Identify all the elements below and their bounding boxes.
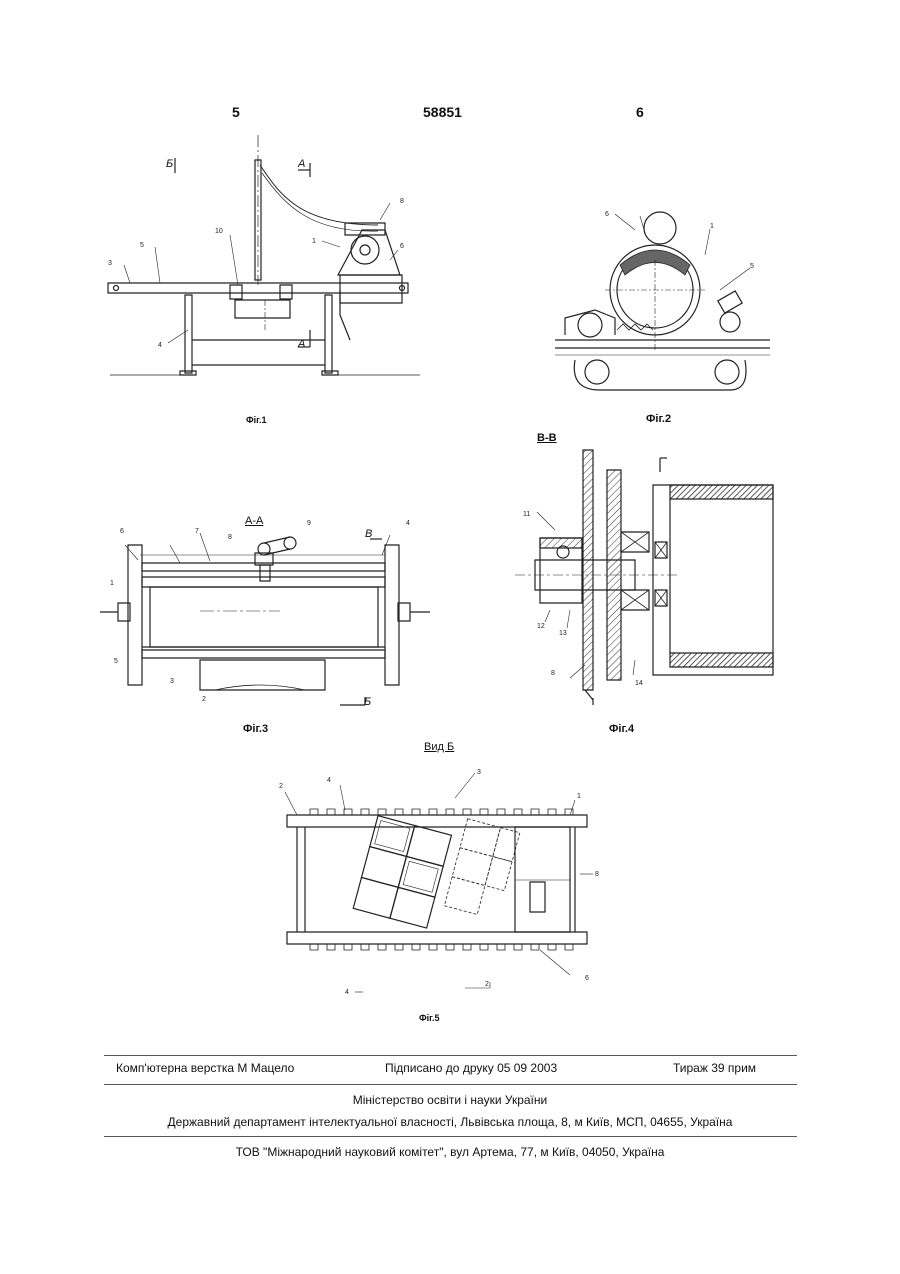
fig4-part-labels: 11 12 13 8 14 [515, 450, 775, 715]
fig4-part-label: 12 [537, 623, 545, 630]
fig5-part-labels: 2 4 3 1 8 6 4 2 [275, 770, 605, 1000]
patent-number: 58851 [423, 104, 462, 120]
footer-divider-middle [104, 1084, 797, 1085]
fig1-part-label: 3 [108, 260, 112, 267]
footer-typesetter: Комп'ютерна верстка М Мацело [116, 1061, 294, 1075]
fig3-part-label: 3 [170, 678, 174, 685]
fig4-caption: Фіг.4 [609, 723, 634, 735]
fig1-part-label: 5 [140, 242, 144, 249]
fig3-caption: Фіг.3 [243, 723, 268, 735]
fig5-part-label: 8 [595, 871, 599, 878]
fig2-part-label: 5 [750, 263, 754, 270]
footer-divider-top [104, 1055, 797, 1056]
fig5-part-label: 6 [585, 975, 589, 982]
fig1-caption: Фіг.1 [246, 415, 267, 425]
fig4-part-label: 13 [559, 630, 567, 637]
left-page-number: 5 [232, 104, 240, 120]
footer-divider-bottom [104, 1136, 797, 1137]
fig5-caption: Фіг.5 [419, 1013, 440, 1023]
fig2-caption: Фіг.2 [646, 413, 671, 425]
fig3-view-mark: Б [364, 696, 371, 708]
fig1-part-label: 1 [312, 238, 316, 245]
fig3-part-label: 9 [307, 520, 311, 527]
fig2-part-label: 1 [710, 223, 714, 230]
footer-publisher: ТОВ "Міжнародний науковий комітет", вул … [0, 1145, 900, 1159]
fig4-part-label: 11 [523, 511, 530, 518]
fig3-part-label: 7 [195, 528, 199, 535]
fig5-part-label: 2 [485, 981, 489, 988]
fig3-part-label: 1 [110, 580, 114, 587]
fig4-section-title: В-В [537, 432, 557, 444]
fig1-part-label: 10 [215, 228, 223, 235]
fig1-part-label: 6 [400, 243, 404, 250]
footer-ministry: Міністерство освіти і науки України [0, 1093, 900, 1107]
fig4-part-label: 8 [551, 670, 555, 677]
fig3-part-label: 5 [114, 658, 118, 665]
fig5-part-label: 1 [577, 793, 581, 800]
fig1-part-label: 4 [158, 342, 162, 349]
fig1-part-label: 8 [400, 198, 404, 205]
fig5-part-label: 2 [279, 783, 283, 790]
footer-print-run: Тираж 39 прим [673, 1061, 756, 1075]
fig3-part-label: 6 [120, 528, 124, 535]
fig3-part-label: 4 [406, 520, 410, 527]
fig3-part-labels: 6 7 8 9 4 1 5 3 2 [100, 525, 430, 715]
footer-department: Державний департамент інтелектуальної вл… [0, 1115, 900, 1129]
fig4-part-label: 14 [635, 680, 643, 687]
footer-signed: Підписано до друку 05 09 2003 [385, 1061, 557, 1075]
fig1-part-labels: 8 10 1 6 5 3 4 [100, 125, 430, 385]
right-page-number: 6 [636, 104, 644, 120]
fig3-section-mark: В [365, 528, 372, 540]
fig2-part-label: 6 [605, 211, 609, 218]
fig5-part-label: 4 [345, 989, 349, 996]
fig5-part-label: 4 [327, 777, 331, 784]
fig5-part-label: 3 [477, 769, 481, 776]
fig5-view-title: Вид Б [424, 741, 454, 753]
fig3-part-label: 8 [228, 534, 232, 541]
fig3-part-label: 2 [202, 696, 206, 703]
fig2-part-labels: 6 1 5 [545, 200, 775, 400]
